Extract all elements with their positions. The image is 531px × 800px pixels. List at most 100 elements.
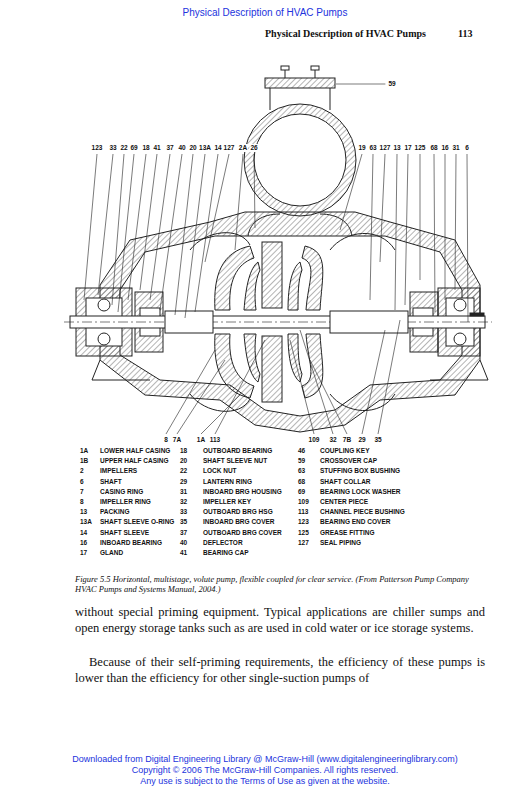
leader-line	[405, 154, 408, 305]
callout-number: 16	[440, 144, 449, 152]
callout-number: 18	[141, 144, 150, 152]
part-name: SHAFT SLEEVE O-RING	[100, 518, 174, 526]
part-number: 1A	[80, 447, 88, 455]
part-name: CENTER PIECE	[320, 498, 368, 506]
part-name: IMPELLER RING	[100, 498, 151, 506]
leader-line	[300, 330, 333, 434]
part-number: 8	[80, 498, 84, 506]
part-number: 37	[180, 529, 187, 537]
part-name: IMPELLERS	[100, 467, 137, 475]
leader-line	[310, 360, 347, 434]
part-number: 1B	[80, 457, 88, 465]
part-name: DEFLECTOR	[203, 539, 243, 547]
callout-number: 40	[177, 144, 186, 152]
callout-number: 19	[357, 144, 366, 152]
leader-line	[112, 154, 124, 305]
part-number: 32	[180, 498, 187, 506]
callout-number: 14	[213, 144, 222, 152]
callout-number: 63	[368, 144, 377, 152]
part-name: GLAND	[100, 549, 123, 557]
callout-number: 113	[209, 436, 222, 444]
callout-number: 8	[163, 436, 169, 444]
part-number: 59	[298, 457, 305, 465]
part-number: 109	[298, 498, 309, 506]
callout-number: 125	[414, 144, 427, 152]
leader-line	[420, 154, 421, 280]
leader-line	[378, 320, 400, 434]
part-name: INBOARD BRG HOUSING	[203, 488, 282, 496]
part-number: 13	[80, 508, 87, 516]
page-number: 113	[458, 28, 472, 39]
leader-line	[166, 350, 215, 434]
callout-number: 1A	[196, 436, 206, 444]
part-name: PACKING	[100, 508, 130, 516]
part-number: 13A	[80, 518, 92, 526]
part-name: SHAFT SLEEVE NUT	[203, 457, 267, 465]
leader-line	[150, 154, 170, 300]
leader-line	[118, 154, 134, 312]
leader-line	[195, 154, 218, 312]
part-name: INBOARD BEARING	[100, 539, 162, 547]
callout-number: 37	[165, 144, 174, 152]
figure-caption: Figure 5.5 Horizontal, multistage, volut…	[75, 574, 485, 594]
part-number: 17	[80, 549, 87, 557]
callout-number: 13A	[198, 144, 212, 152]
part-name: SHAFT COLLAR	[320, 478, 371, 486]
part-name: LOCK NUT	[203, 467, 237, 475]
leader-line	[128, 154, 146, 300]
part-name: OUTBOARD BRG HSG	[203, 508, 273, 516]
callout-number: 17	[403, 144, 412, 152]
callout-number: 35	[373, 436, 382, 444]
leader-line	[98, 154, 113, 295]
leader-line	[177, 360, 225, 434]
leader-line	[467, 154, 468, 322]
part-number: 14	[80, 529, 87, 537]
leader-line	[201, 395, 240, 434]
part-number: 16	[80, 539, 87, 547]
part-name: COUPLING KEY	[320, 447, 369, 455]
part-number: 29	[180, 478, 187, 486]
part-number: 31	[180, 488, 187, 496]
part-number: 22	[180, 467, 187, 475]
part-name: BEARING END COVER	[320, 518, 390, 526]
callout-number: 32	[328, 436, 337, 444]
part-number: 125	[298, 529, 309, 537]
callout-number: 59	[387, 80, 396, 88]
callout-number: 26	[249, 144, 258, 152]
callout-number: 127	[223, 144, 236, 152]
part-number: 123	[298, 518, 309, 526]
callout-number: 6	[464, 144, 470, 152]
callout-number: 13	[392, 144, 401, 152]
leader-line	[380, 154, 385, 262]
leader-line	[175, 154, 193, 315]
leader-line	[395, 154, 397, 310]
leader-line	[84, 154, 97, 300]
body-text: Because of their self-priming requiremen…	[75, 654, 485, 686]
part-number: 41	[180, 549, 187, 557]
body-text: without special priming equipment. Typic…	[75, 604, 485, 636]
part-number: 63	[298, 467, 305, 475]
leader-line	[434, 154, 435, 312]
part-name: CASING RING	[100, 488, 143, 496]
part-number: 20	[180, 457, 187, 465]
callout-number: 69	[129, 144, 138, 152]
callout-number: 123	[91, 144, 104, 152]
callout-number: 7A	[172, 436, 182, 444]
part-name: UPPER HALF CASING	[100, 457, 169, 465]
part-number: 6	[80, 478, 84, 486]
running-header: Physical Description of HVAC Pumps	[265, 28, 426, 39]
part-number: 40	[180, 539, 187, 547]
part-name: OUTBOARD BRG COVER	[203, 529, 282, 537]
part-number: 113	[298, 508, 309, 516]
part-name: BEARING CAP	[203, 549, 249, 557]
callout-number: 68	[429, 144, 438, 152]
leader-line	[362, 330, 385, 434]
leader-line	[185, 154, 205, 318]
callout-number: 29	[357, 436, 366, 444]
part-name: STUFFING BOX BUSHING	[320, 467, 400, 475]
leader-line	[160, 154, 182, 310]
part-number: 35	[180, 518, 187, 526]
part-name: BEARING LOCK WASHER	[320, 488, 401, 496]
leader-line	[205, 154, 229, 262]
